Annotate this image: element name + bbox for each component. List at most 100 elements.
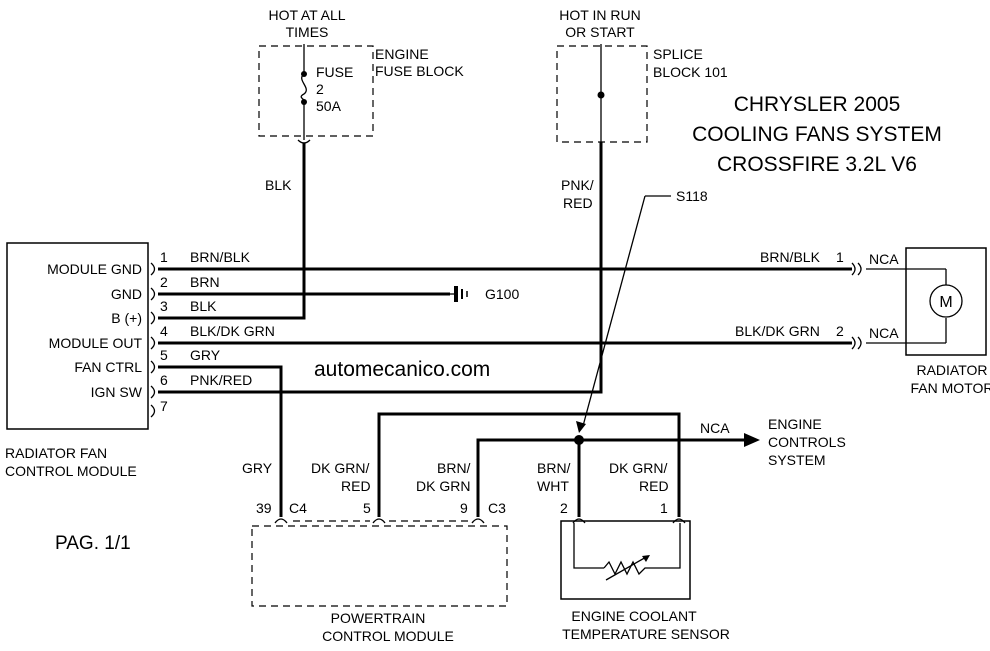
pin-label-ign-sw: IGN SW <box>91 384 143 400</box>
pin-number-3: 3 <box>160 298 168 314</box>
pcm-connector-c3-pin5-icon <box>372 518 386 524</box>
thermistor-icon <box>603 523 681 576</box>
wire-label-blk-dk-grn: BLK/DK GRN <box>190 323 275 339</box>
connector-pin-6 <box>150 385 156 399</box>
wire-dk-grn-red <box>377 412 681 517</box>
pin-label-module-gnd: MODULE GND <box>47 261 142 277</box>
splice-s118-label: S118 <box>676 188 708 204</box>
wires <box>158 142 852 517</box>
splice-node <box>597 91 605 99</box>
nca-label-1: NCA <box>869 251 899 267</box>
motor-symbol: M <box>939 294 952 311</box>
fuse-label-1: FUSE <box>316 64 353 80</box>
wire-label-gry: GRY <box>190 347 221 363</box>
wire-label-sensor-brn-1: BRN/ <box>537 460 571 476</box>
sensor-name-2: TEMPERATURE SENSOR <box>562 626 730 642</box>
pin-label-b-plus: B (+) <box>111 310 142 326</box>
pin-label-fan-ctrl: FAN CTRL <box>74 359 142 375</box>
pcm-connector-c4-pin-icon <box>274 518 288 524</box>
pcm-pin-39: 39 <box>256 500 272 516</box>
motor-connector-1 <box>851 262 862 276</box>
motor-pin-number-2: 2 <box>836 323 844 339</box>
nca-label-2: NCA <box>869 325 899 341</box>
splice-block-101: HOT IN RUN OR START SPLICE BLOCK 101 <box>556 7 728 143</box>
splice-block-name-2: BLOCK 101 <box>653 64 728 80</box>
connector-pin-5 <box>150 360 156 374</box>
fuse-power-label-2: TIMES <box>286 24 329 40</box>
engine-controls-arrow-icon <box>744 433 760 447</box>
pcm-connector-c4: C4 <box>289 500 307 516</box>
sensor-box <box>560 520 691 600</box>
motor-icon <box>929 284 963 318</box>
pcm-outline <box>251 525 508 607</box>
fuse-label-3: 50A <box>316 98 342 114</box>
splice-power-label-1: HOT IN RUN <box>559 7 640 23</box>
thermistor-arrow-icon <box>642 555 650 562</box>
sensor-pin-2: 2 <box>560 500 568 516</box>
wire-label-splice-1: PNK/ <box>561 177 594 193</box>
wire-label-motor-2: BLK/DK GRN <box>735 323 820 339</box>
pcm-pin-9: 9 <box>460 500 468 516</box>
control-module-name-1: RADIATOR FAN <box>5 445 107 461</box>
radiator-fan-control-module: RADIATOR FAN CONTROL MODULE MODULE GND G… <box>5 242 275 479</box>
coolant-temperature-sensor: 2 1 ENGINE COOLANT TEMPERATURE SENSOR <box>560 500 730 642</box>
pin-number-2: 2 <box>160 274 168 290</box>
watermark: automecanico.com <box>314 358 490 381</box>
pin-label-gnd: GND <box>111 286 142 302</box>
title-line-3: CROSSFIRE 3.2L V6 <box>717 153 917 176</box>
diagram-title: CHRYSLER 2005 COOLING FANS SYSTEM CROSSF… <box>692 93 942 176</box>
radiator-fan-motor: M RADIATOR FAN MOTOR <box>905 247 990 396</box>
wire-label-splice-2: RED <box>563 195 593 211</box>
fuse-block-outline <box>258 45 374 137</box>
fuse-icon <box>300 73 307 103</box>
engine-controls-label-1: ENGINE <box>768 416 822 432</box>
splice-s118: S118 NCA <box>574 188 760 447</box>
wire-label-pcm-brn-1: BRN/ <box>437 460 471 476</box>
fuse-power-label-1: HOT AT ALL <box>268 7 345 23</box>
fan-motor-name-1: RADIATOR <box>916 362 987 378</box>
fan-motor-name-2: FAN MOTOR <box>911 380 990 396</box>
engine-controls-system: ENGINE CONTROLS SYSTEM <box>768 416 846 468</box>
wire-label-blk: BLK <box>190 298 217 314</box>
powertrain-control-module: 39 C4 5 9 C3 POWERTRAIN CONTROL MODULE <box>251 500 508 644</box>
wire-label-motor-1: BRN/BLK <box>760 249 821 265</box>
motor-pin-number-1: 1 <box>836 249 844 265</box>
wire-label-sensor-brn-2: WHT <box>537 478 569 494</box>
pin-number-7: 7 <box>160 398 168 414</box>
connector-pin-2 <box>150 287 156 301</box>
pcm-name-2: CONTROL MODULE <box>322 628 454 644</box>
fuse-block-name-2: FUSE BLOCK <box>375 63 464 79</box>
wire-brn-dk-grn <box>476 438 579 517</box>
splice-block-name-1: SPLICE <box>653 46 703 62</box>
pin-number-4: 4 <box>160 323 168 339</box>
s118-leader <box>582 195 646 427</box>
connector-pin-4 <box>150 336 156 350</box>
sensor-pin-1-icon <box>672 518 686 524</box>
fuse-label-2: 2 <box>316 81 324 97</box>
splice-power-label-2: OR START <box>565 24 635 40</box>
fuse-connector-icon <box>297 139 311 144</box>
sensor-name-1: ENGINE COOLANT <box>571 608 697 624</box>
fan-motor-box <box>905 247 987 356</box>
wire-label-sensor-dk-grn-1: DK GRN/ <box>609 460 667 476</box>
pin-number-1: 1 <box>160 249 168 265</box>
sensor-pin-2-icon <box>572 518 586 524</box>
wire-pnk-red <box>158 142 603 394</box>
pin-number-6: 6 <box>160 372 168 388</box>
pcm-connector-c3: C3 <box>488 500 506 516</box>
wire-label-fuse-blk: BLK <box>265 177 292 193</box>
wire-label-pcm-dk-grn-2: RED <box>341 478 371 494</box>
control-module-name-2: CONTROL MODULE <box>5 463 137 479</box>
wire-label-pcm-dk-grn-1: DK GRN/ <box>311 460 369 476</box>
pin-number-5: 5 <box>160 347 168 363</box>
engine-controls-label-3: SYSTEM <box>768 452 826 468</box>
wire-label-pcm-gry: GRY <box>242 460 273 476</box>
sensor-lead-left <box>573 523 604 569</box>
s118-node <box>574 435 584 445</box>
thermistor-variable-line <box>605 555 649 581</box>
wire-label-sensor-dk-grn-2: RED <box>639 478 669 494</box>
connector-pin-3 <box>150 311 156 325</box>
page-label: PAG. 1/1 <box>55 533 131 554</box>
engine-fuse-block: HOT AT ALL TIMES ENGINE FUSE BLOCK FUSE … <box>258 7 464 144</box>
